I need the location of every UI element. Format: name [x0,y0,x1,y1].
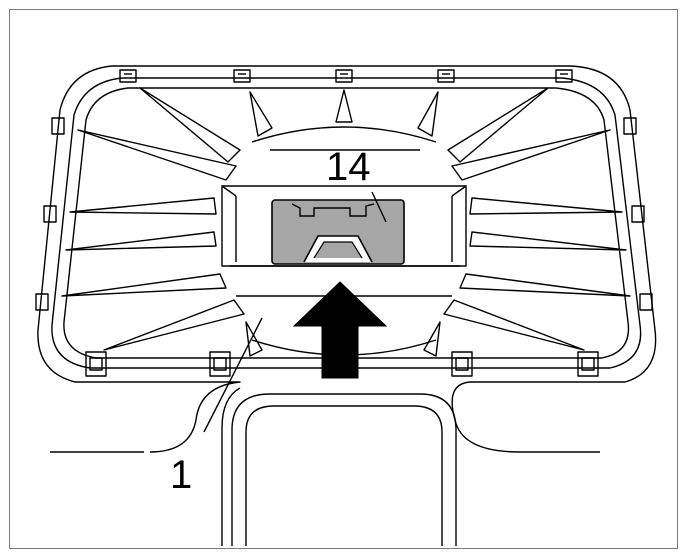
figure-border [9,9,678,549]
tray-inner-contour [51,77,642,369]
latch-pocket [221,185,467,267]
lower-channel-left [221,387,241,546]
lower-channel [231,393,457,546]
leader-line-14 [371,191,387,223]
tray-outer-contour [112,65,657,453]
ribs-right [443,87,631,351]
tray-inner-contour-2 [63,87,630,359]
lower-channel-inner [245,405,443,546]
ribs-top [249,89,439,137]
ribs-bottom [245,321,441,357]
clips-sides [35,117,653,311]
push-arrow [292,281,388,379]
tray-outer-contour-left [37,65,241,453]
leader-line-1 [203,317,263,433]
clips-top [119,69,573,83]
ribs-left [61,87,245,351]
callout-14: 14 [326,145,371,189]
housing-drawing [35,65,657,546]
callout-1: 1 [170,453,192,497]
clips-bottom [85,351,599,377]
latch-part [271,199,405,265]
